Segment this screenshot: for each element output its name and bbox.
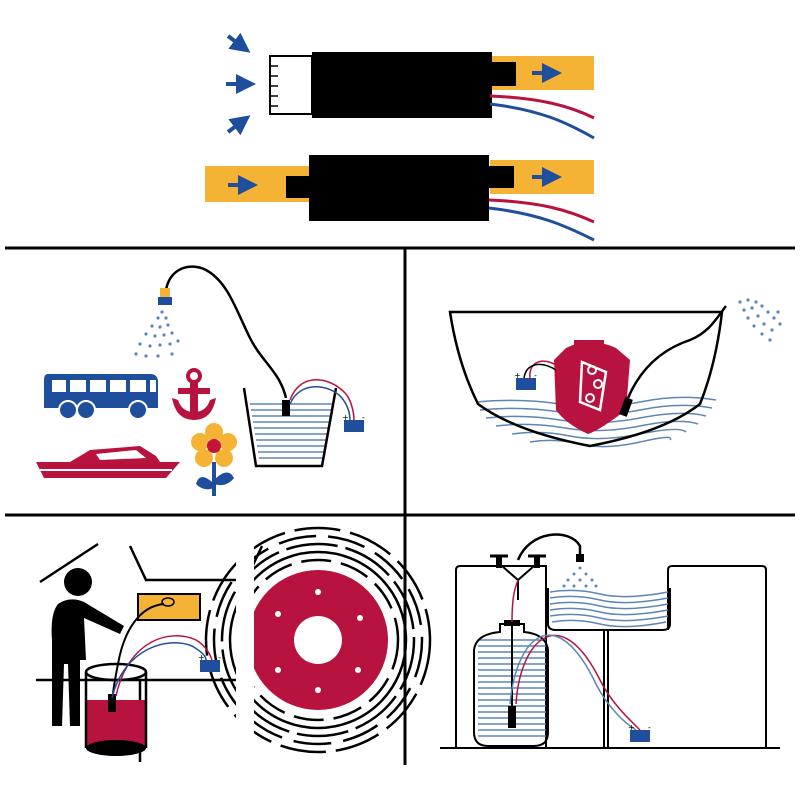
barrel-icon [84,662,148,756]
cabinet [440,565,780,749]
discharge-hose [626,305,727,399]
power-cable-blue [111,642,207,699]
vehicle-oil-drain-use: + - [36,526,432,770]
flow-arrow-icon [228,167,562,195]
pump-outlet [488,166,514,188]
sink-icon [547,588,671,748]
water-spray [562,566,598,588]
grille-lines [270,65,278,107]
supply-hose [511,579,519,623]
power-cable-blue [289,386,351,421]
panel-dividers [5,246,795,765]
discharge-hose [164,265,288,399]
inlet-arrow-icon [226,32,256,136]
boat-bilge-use: + - [448,298,782,448]
battery-minus-sign: - [218,653,221,662]
ship-hull-icon [448,310,724,448]
battery-icon: + - [514,371,537,390]
person-icon [51,568,124,726]
power-cable-red [515,634,641,731]
garden-bucket-use: + - [36,265,365,496]
pump-outlet [490,62,516,86]
bucket-icon [242,387,338,468]
battery-minus-sign: - [534,371,537,380]
power-cable-red [488,198,595,224]
power-cable-red [529,360,561,379]
water-spray [738,298,782,342]
anchor-icon [172,368,216,420]
battery-plus-sign: + [514,371,521,380]
battery-minus-sign: - [362,413,365,422]
battery-icon: + - [342,413,365,432]
power-cable-black [523,363,557,379]
engine-icon [554,340,630,434]
oil-reservoir [137,593,201,621]
flower-icon [191,423,237,496]
power-cable-red [289,379,355,421]
battery-plus-sign: + [198,653,205,662]
wheel-icon [204,526,432,770]
pump-inlet [286,176,310,198]
battery-icon: + - [628,723,651,742]
pump-icon [108,694,116,712]
battery-plus-sign: + [628,723,635,732]
pump-body [309,155,489,221]
boat-icon [36,446,180,478]
pump-body [312,52,492,118]
bus-icon [44,374,158,420]
pump-icon [508,706,516,728]
power-cable-blue [489,102,595,140]
battery-icon: + - [198,653,221,672]
power-cable-blue [488,206,595,242]
water-tank-use: + - [440,533,780,749]
pump-icon [282,400,290,416]
pump-submersible [226,32,595,140]
power-cable-red [489,94,595,120]
battery-plus-sign: + [342,413,349,422]
battery-minus-sign: - [648,723,651,732]
pump-icon [619,397,633,417]
pump-inline [205,155,595,242]
power-cable-blue [509,634,637,731]
pump-flow-diagram [205,32,595,242]
spray-nozzle-icon [134,288,180,358]
